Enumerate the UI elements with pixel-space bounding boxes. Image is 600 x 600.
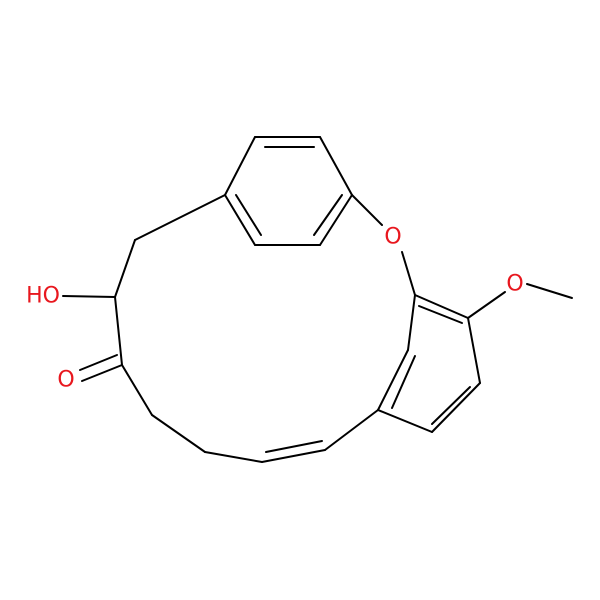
bond-line	[204, 451, 263, 463]
bond-line	[414, 294, 469, 319]
bond-line	[418, 305, 463, 324]
bond-line	[265, 440, 323, 453]
hydroxyl-label: HO	[26, 284, 60, 309]
bond-line	[261, 449, 326, 463]
bond-line	[377, 409, 433, 433]
bond-line	[407, 294, 416, 351]
bond-line	[351, 194, 383, 226]
ether-oxygen-label: O	[384, 225, 401, 250]
bond-line	[81, 364, 123, 382]
bond-line	[401, 251, 416, 296]
bond-line	[151, 414, 206, 453]
bond-line	[114, 296, 123, 366]
bond-line	[391, 355, 416, 409]
bond-line	[431, 382, 481, 433]
bond-line	[431, 386, 471, 425]
bond-line	[467, 317, 481, 384]
bond-line	[319, 194, 353, 246]
bond-line	[467, 291, 506, 319]
methoxy-oxygen-label: O	[506, 272, 523, 297]
bond-lines	[62, 136, 573, 463]
bond-line	[224, 194, 256, 246]
bond-line	[134, 194, 226, 241]
bond-line	[313, 194, 343, 236]
bond-line	[526, 283, 573, 299]
bond-line	[224, 136, 256, 196]
carbonyl-oxygen-label: O	[57, 368, 74, 393]
bond-line	[377, 349, 409, 411]
bond-line	[324, 409, 379, 451]
bond-line	[319, 136, 353, 196]
bond-line	[62, 295, 116, 298]
bond-line	[235, 194, 262, 236]
bond-line	[79, 354, 118, 371]
bond-line	[114, 239, 136, 298]
bond-line	[121, 364, 153, 416]
